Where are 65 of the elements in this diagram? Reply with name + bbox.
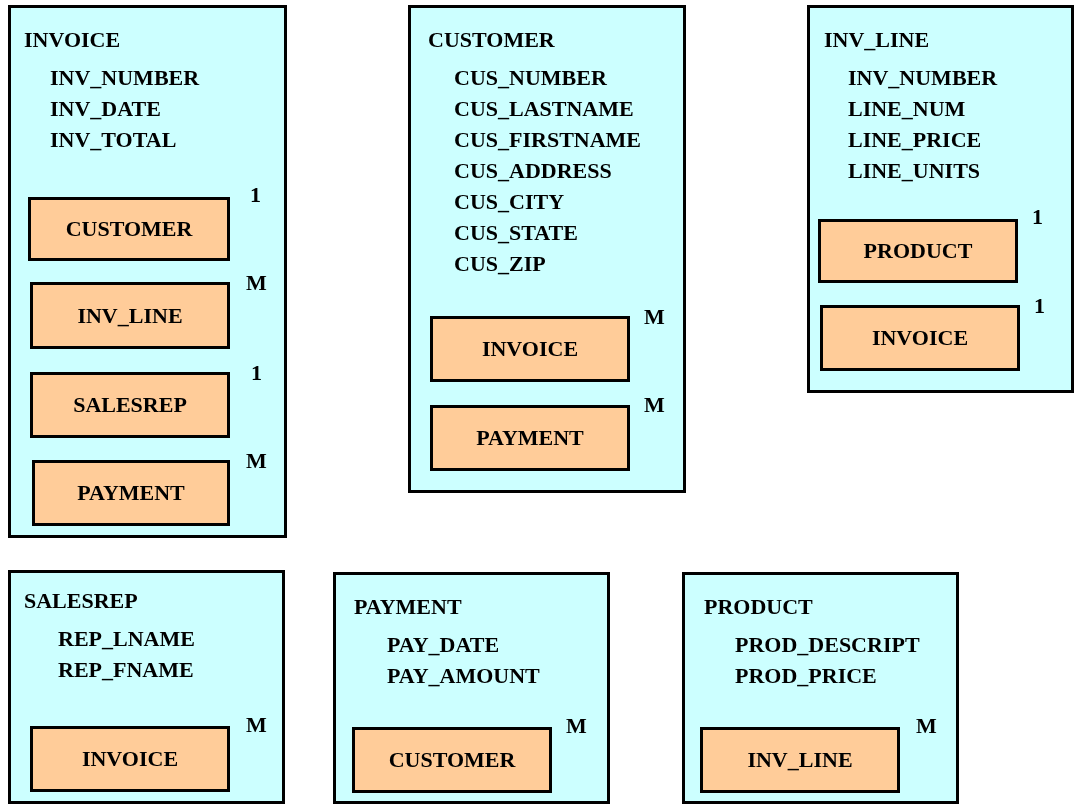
entity-name: SALESREP (24, 588, 138, 614)
entity-box (8, 5, 287, 538)
attribute-name: CUS_CITY (454, 189, 565, 215)
entity-name: INVOICE (24, 27, 121, 53)
attribute-name: REP_FNAME (58, 657, 194, 683)
relationship-name: INVOICE (81, 746, 179, 772)
relationship-name: INVOICE (481, 336, 579, 362)
attribute-name: CUS_FIRSTNAME (454, 127, 642, 153)
relationship-name: INVOICE (871, 325, 969, 351)
attribute-name: LINE_UNITS (848, 158, 981, 184)
relationship-box (30, 726, 230, 792)
attribute-name: LINE_NUM (848, 96, 966, 122)
attribute-name: CUS_LASTNAME (454, 96, 634, 122)
entity-box (8, 570, 285, 804)
relationship-box (30, 282, 230, 349)
attribute-name: INV_NUMBER (50, 65, 200, 91)
attribute-name: INV_DATE (50, 96, 161, 122)
relationship-box (820, 305, 1020, 371)
relationship-name: INV_LINE (77, 302, 183, 329)
entity-name: INV_LINE (824, 27, 930, 53)
cardinality-label: M (916, 715, 937, 737)
relationship-name: PAYMENT (476, 425, 584, 451)
attribute-name: CUS_ADDRESS (454, 158, 612, 184)
relationship-name: PAYMENT (77, 480, 185, 506)
relationship-box (32, 460, 230, 526)
relationship-name: PRODUCT (863, 238, 973, 264)
relationship-box (352, 727, 552, 793)
cardinality-label: 1 (1032, 206, 1043, 228)
attribute-name: PROD_DESCRIPT (735, 632, 920, 658)
entity-box (807, 5, 1074, 393)
attribute-name: CUS_STATE (454, 220, 578, 246)
attribute-name: REP_LNAME (58, 626, 195, 652)
entity-name: PRODUCT (704, 594, 813, 620)
relationship-box (430, 316, 630, 382)
entity-box (682, 572, 959, 804)
cardinality-label: M (566, 715, 587, 737)
attribute-name: CUS_ZIP (454, 251, 546, 277)
relationship-name: INV_LINE (747, 747, 853, 773)
cardinality-label: M (644, 394, 665, 416)
cardinality-label: 1 (250, 184, 261, 206)
relationship-name: CUSTOMER (65, 216, 193, 242)
entity-name: CUSTOMER (428, 27, 555, 53)
relationship-name: CUSTOMER (388, 747, 516, 773)
attribute-name: PAY_AMOUNT (387, 663, 540, 689)
attribute-name: INV_NUMBER (848, 65, 998, 91)
cardinality-label: 1 (1034, 295, 1045, 317)
relationship-box (430, 405, 630, 471)
cardinality-label: M (246, 714, 267, 736)
attribute-name: CUS_NUMBER (454, 65, 607, 91)
entity-name: PAYMENT (354, 594, 462, 620)
attribute-name: LINE_PRICE (848, 127, 982, 153)
relationship-box (818, 219, 1018, 283)
relationship-name: SALESREP (73, 392, 187, 418)
relationship-box (28, 197, 230, 261)
attribute-name: PAY_DATE (387, 632, 500, 658)
cardinality-label: M (644, 306, 665, 328)
attribute-name: PROD_PRICE (735, 663, 877, 689)
cardinality-label: M (246, 272, 267, 294)
entity-box (408, 5, 686, 493)
relationship-box (700, 727, 900, 793)
entity-box (333, 572, 610, 804)
attribute-name: INV_TOTAL (50, 127, 177, 153)
cardinality-label: M (246, 450, 267, 472)
cardinality-label: 1 (251, 362, 262, 384)
relationship-box (30, 372, 230, 438)
